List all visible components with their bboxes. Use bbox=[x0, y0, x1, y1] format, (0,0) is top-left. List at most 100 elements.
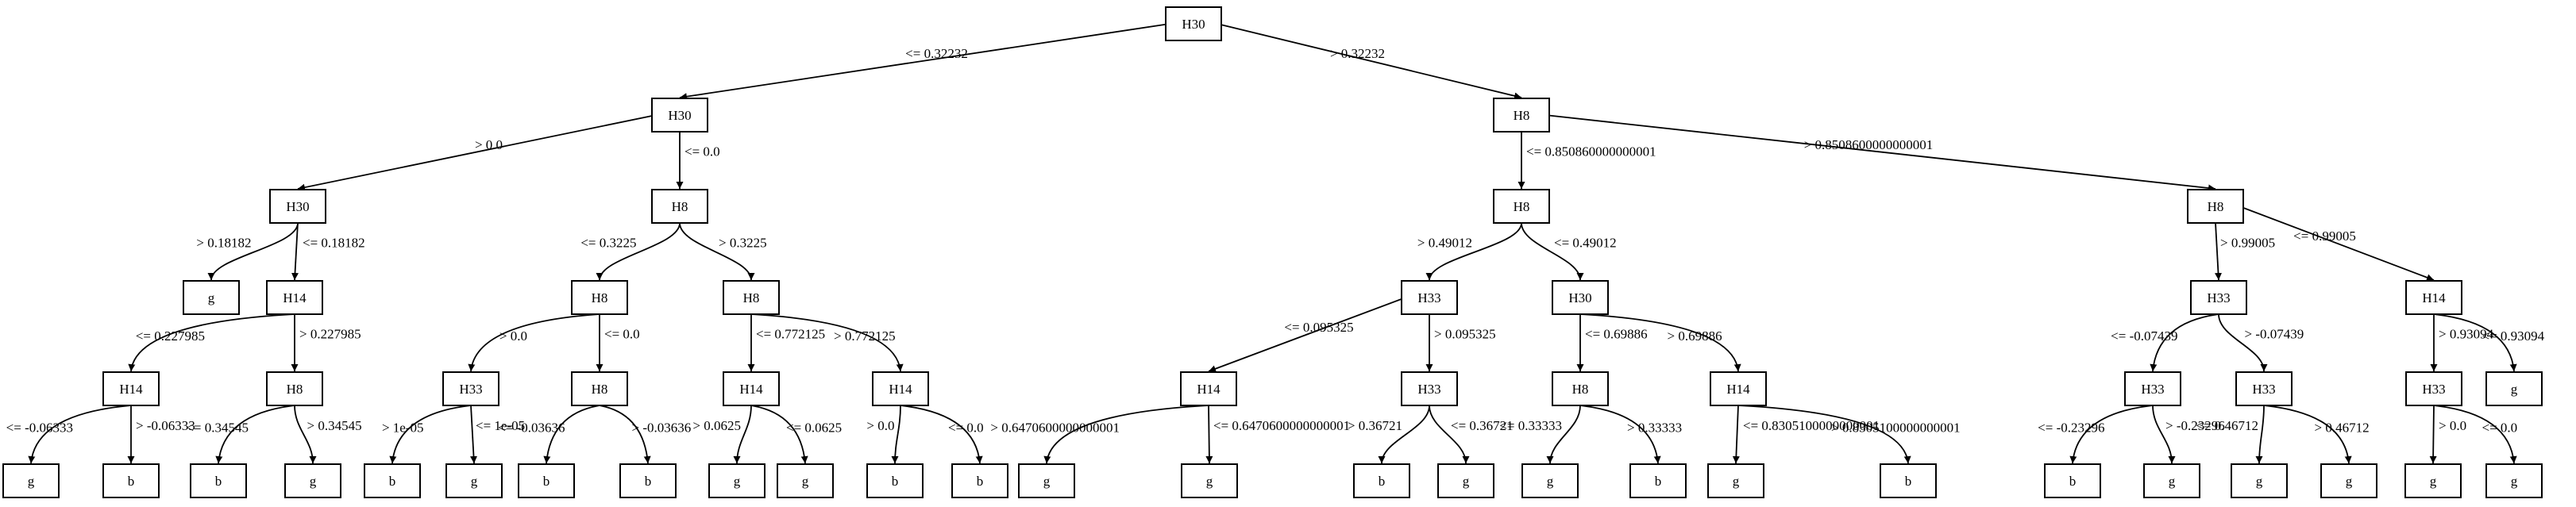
edge-label: > 0.0 bbox=[499, 328, 527, 344]
edge-line bbox=[297, 114, 657, 191]
node-label: H33 bbox=[2207, 290, 2230, 305]
split-node: H33 bbox=[1401, 280, 1458, 315]
edge-label: > -0.23296 bbox=[2165, 418, 2225, 433]
edge-n0-n1: <= 0.32232 bbox=[679, 23, 1170, 101]
split-node: H33 bbox=[1401, 371, 1458, 406]
node-box bbox=[102, 463, 160, 498]
edge-label: <= 0.18182 bbox=[303, 236, 365, 251]
edge-line bbox=[28, 405, 132, 464]
edge-label: > -0.06333 bbox=[136, 418, 195, 433]
edge-label: <= 0.8305100000000001 bbox=[1743, 418, 1880, 433]
node-label: g bbox=[208, 290, 215, 305]
edge-n23-l18: > 0.33333 bbox=[1579, 405, 1682, 464]
edge-n11-n22: > 0.095325 bbox=[1425, 314, 1496, 371]
edge-n3-n7: > 0.18182 bbox=[196, 222, 299, 281]
node-box bbox=[2231, 463, 2288, 498]
node-label: b bbox=[215, 474, 222, 489]
edge-line bbox=[1378, 405, 1430, 464]
node-box bbox=[1180, 371, 1237, 406]
leaf-node: g bbox=[284, 463, 341, 498]
node-box bbox=[2124, 371, 2181, 406]
node-box bbox=[2405, 280, 2462, 315]
edge-label: > 0.32232 bbox=[1330, 46, 1385, 61]
leaf-node: g bbox=[1521, 463, 1579, 498]
node-label: g bbox=[1547, 474, 1554, 489]
node-label: H14 bbox=[889, 382, 912, 397]
node-box bbox=[1552, 371, 1609, 406]
split-node: H14 bbox=[872, 371, 929, 406]
leaf-node: b bbox=[1880, 463, 1937, 498]
node-box bbox=[1707, 463, 1764, 498]
leaf-node: g bbox=[2404, 463, 2462, 498]
edge-n4-n9: <= 0.3225 bbox=[580, 222, 681, 281]
edge-n20-l11: > 0.0 bbox=[866, 405, 901, 464]
node-box bbox=[1710, 371, 1767, 406]
edge-line bbox=[2218, 313, 2268, 372]
edge-label: > 0.18182 bbox=[196, 236, 251, 251]
node-label: H33 bbox=[2252, 382, 2275, 397]
edge-label: <= 0.3225 bbox=[580, 236, 636, 251]
node-label: g bbox=[471, 474, 478, 489]
node-box bbox=[183, 280, 240, 315]
node-box bbox=[571, 371, 628, 406]
node-label: H8 bbox=[1514, 108, 1530, 123]
edge-n4-n10: > 0.3225 bbox=[679, 222, 767, 281]
node-box bbox=[1880, 463, 1937, 498]
leaf-node: b bbox=[1629, 463, 1687, 498]
edge-n9-n18: <= 0.0 bbox=[596, 314, 640, 371]
node-box bbox=[2187, 189, 2244, 224]
edge-n10-n20: > 0.772125 bbox=[750, 313, 904, 372]
split-node: H14 bbox=[102, 371, 160, 406]
edge-n1-n4: <= 0.0 bbox=[676, 132, 720, 189]
node-box bbox=[1181, 463, 1238, 498]
leaf-node: b bbox=[518, 463, 575, 498]
edge-line bbox=[2429, 405, 2437, 464]
node-box bbox=[2405, 371, 2462, 406]
edge-line bbox=[1208, 297, 1406, 373]
leaf-node: g bbox=[183, 280, 240, 315]
node-label: H30 bbox=[286, 199, 309, 214]
edge-label: <= 1e-05 bbox=[476, 418, 525, 433]
edge-n26-l23: <= 0.46712 bbox=[2196, 405, 2265, 464]
edge-line bbox=[596, 222, 681, 281]
edge-label: <= 0.49012 bbox=[1554, 236, 1617, 251]
edge-n5-n12: <= 0.49012 bbox=[1521, 222, 1617, 281]
node-label: g bbox=[2256, 474, 2263, 489]
node-box bbox=[866, 463, 924, 498]
split-node: H14 bbox=[1180, 371, 1237, 406]
edge-label: <= 0.227985 bbox=[136, 328, 205, 344]
edge-label: > 0.772125 bbox=[834, 328, 896, 344]
node-label: H30 bbox=[668, 108, 691, 123]
leaf-node: g bbox=[777, 463, 834, 498]
edge-line bbox=[1425, 222, 1522, 281]
edge-label: > -0.03636 bbox=[632, 420, 692, 435]
edge-n24-l20: > 0.8305100000000001 bbox=[1737, 405, 1961, 464]
node-box bbox=[708, 463, 765, 498]
edge-n0-n2: > 0.32232 bbox=[1217, 23, 1522, 100]
node-label: b bbox=[977, 474, 984, 489]
edge-n12-n23: <= 0.69886 bbox=[1576, 314, 1648, 371]
split-node: H30 bbox=[1165, 6, 1222, 41]
edge-label: <= 0.6470600000000001 bbox=[1213, 418, 1350, 433]
edge-label: > 0.8508600000000001 bbox=[1804, 137, 1934, 152]
node-label: H33 bbox=[2141, 382, 2164, 397]
edge-line bbox=[207, 222, 299, 281]
leaf-node: g bbox=[2485, 371, 2543, 406]
node-label: g bbox=[802, 474, 809, 489]
edge-n19-l10: <= 0.0625 bbox=[750, 405, 842, 464]
edge-n24-l19: <= 0.8305100000000001 bbox=[1732, 405, 1880, 464]
edge-line bbox=[1429, 405, 1470, 464]
edge-n16-l3: <= 0.34545 bbox=[186, 405, 295, 464]
edge-label: <= -0.06333 bbox=[6, 420, 73, 435]
node-box bbox=[651, 189, 708, 224]
node-box bbox=[951, 463, 1008, 498]
leaf-node: b bbox=[951, 463, 1008, 498]
node-label: g bbox=[2430, 474, 2437, 489]
edge-line bbox=[1579, 313, 1741, 372]
split-node: H33 bbox=[2405, 371, 2462, 406]
leaf-node: g bbox=[1018, 463, 1075, 498]
split-node: H33 bbox=[2124, 371, 2181, 406]
edge-n20-l12: <= 0.0 bbox=[900, 405, 984, 464]
edge-label: > 0.93094 bbox=[2439, 327, 2494, 342]
node-box bbox=[2, 463, 60, 498]
